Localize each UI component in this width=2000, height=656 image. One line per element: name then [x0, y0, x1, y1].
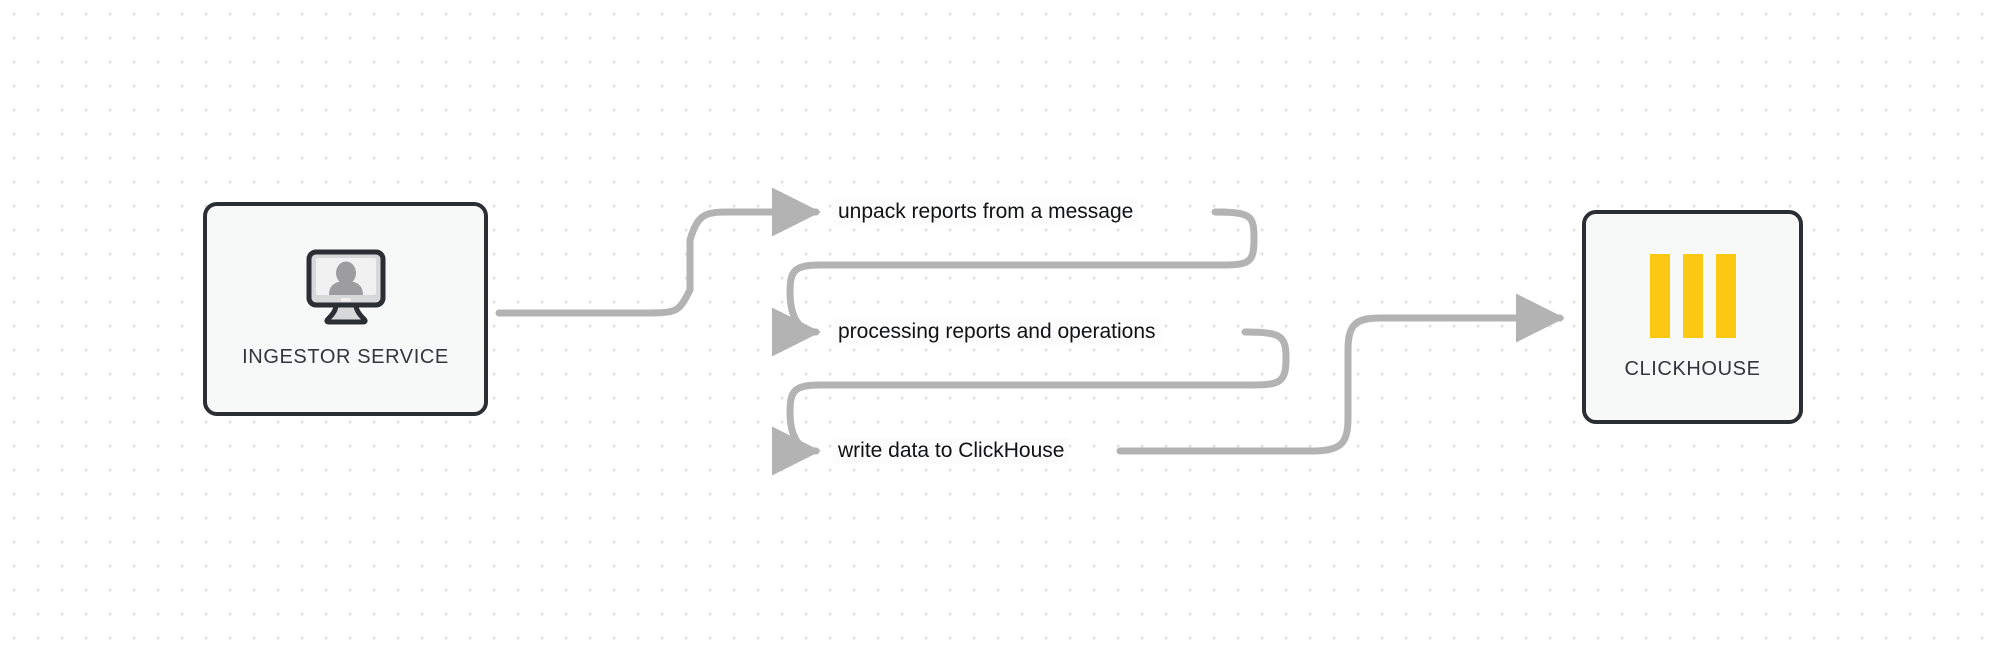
monitor-user-icon: [303, 249, 389, 330]
edge-step1-to-step2: [771, 208, 1258, 357]
node-clickhouse[interactable]: CLICKHOUSE: [1582, 210, 1803, 424]
clickhouse-bar-1: [1649, 253, 1670, 338]
node-ingestor-label: INGESTOR SERVICE: [242, 346, 449, 368]
edge-label-write-data: write data to ClickHouse: [833, 438, 1070, 464]
clickhouse-bar-3: [1715, 253, 1736, 338]
clickhouse-logo-icon: [1649, 253, 1736, 338]
edge-label-processing-reports: processing reports and operations: [833, 319, 1161, 345]
edge-label-unpack-reports: unpack reports from a message: [833, 199, 1139, 225]
edge-step2-to-step3: [771, 328, 1290, 476]
edge-step3-to-clickhouse: [1116, 293, 1565, 455]
node-ingestor-service[interactable]: INGESTOR SERVICE: [203, 202, 488, 416]
edge-ingestor-to-step1: [495, 187, 821, 317]
clickhouse-bar-2: [1682, 253, 1703, 338]
node-clickhouse-label: CLICKHOUSE: [1624, 357, 1761, 380]
